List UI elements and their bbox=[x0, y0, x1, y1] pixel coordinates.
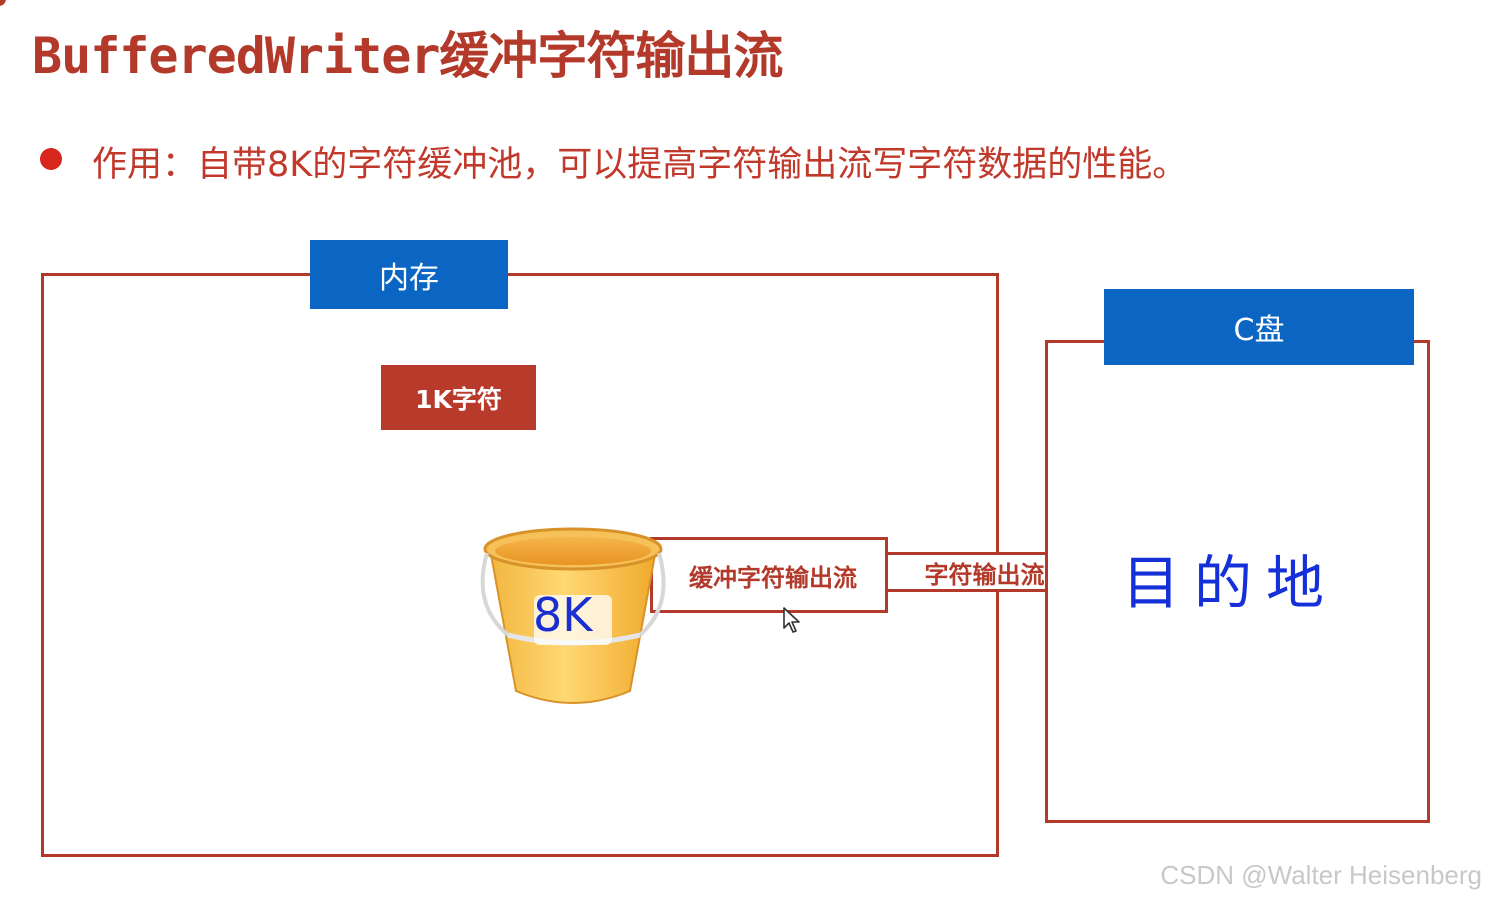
destination-label: 目的地 bbox=[1122, 549, 1339, 617]
watermark: CSDN @Walter Heisenberg bbox=[1160, 860, 1482, 890]
purpose-description: 作用：自带8K的字符缓冲池，可以提高字符输出流写字符数据的性能。 bbox=[92, 145, 1188, 185]
corner-decoration bbox=[0, 0, 6, 6]
bucket-icon bbox=[480, 527, 666, 704]
buffered-output-stream-box: 缓冲字符输出流 bbox=[650, 537, 888, 613]
bullet-point-icon bbox=[40, 148, 62, 170]
mouse-cursor-icon bbox=[783, 607, 800, 633]
chars-1k-box: 1K字符 bbox=[381, 365, 536, 430]
bucket-capacity-label: 8K bbox=[533, 588, 593, 642]
memory-label: 内存 bbox=[310, 240, 508, 309]
disk-region bbox=[1045, 340, 1430, 823]
page-title: BufferedWriter缓冲字符输出流 bbox=[32, 27, 783, 85]
disk-label: C盘 bbox=[1104, 289, 1414, 365]
